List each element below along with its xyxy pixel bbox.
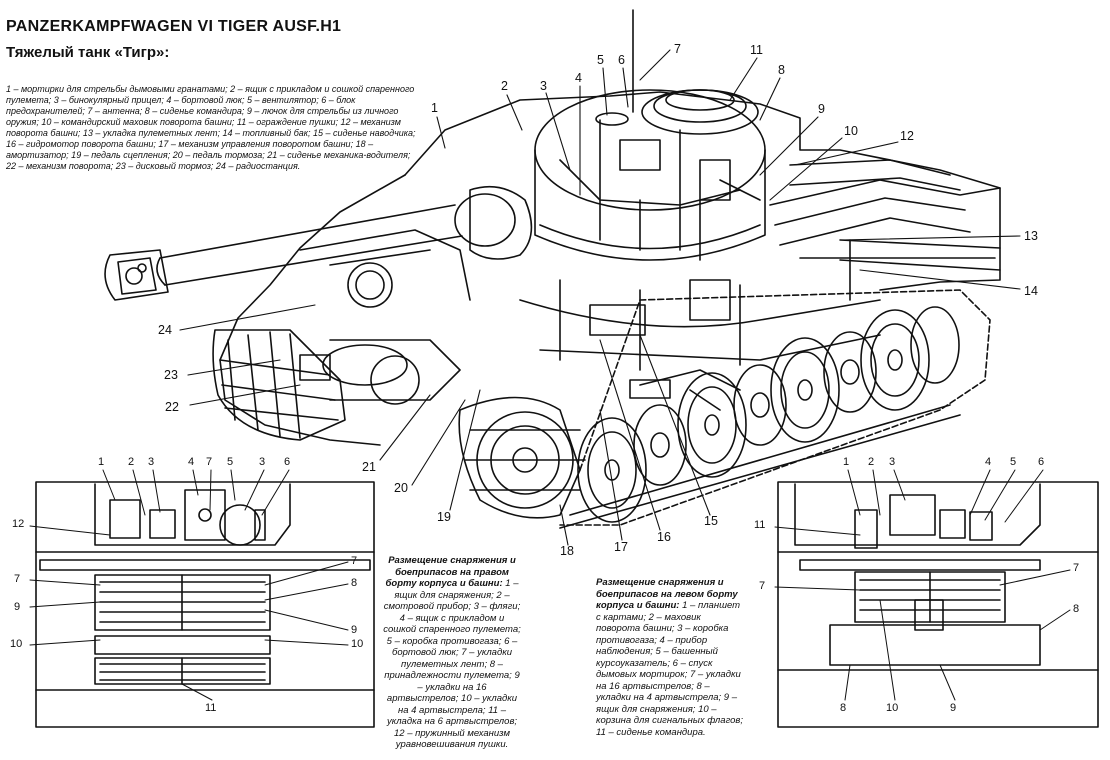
callout-1: 1 <box>431 101 438 115</box>
callout-13: 13 <box>1024 229 1038 243</box>
callout-8: 8 <box>778 63 785 77</box>
left-inset-callout: 9 <box>351 624 358 636</box>
left-inset-callout: 1 <box>98 456 105 468</box>
left-inset-callout: 5 <box>227 456 234 468</box>
tank-cutaway <box>104 9 1001 529</box>
right-inset-callout: 3 <box>889 456 896 468</box>
callout-14: 14 <box>1024 284 1038 298</box>
page-title: PANZERKAMPFWAGEN VI TIGER AUSF.H1 <box>6 18 342 35</box>
left-inset-callout: 3 <box>148 456 155 468</box>
right-inset-callout: 7 <box>759 580 766 592</box>
page-subtitle: Тяжелый танк «Тигр»: <box>6 44 170 61</box>
callout-3: 3 <box>540 79 547 93</box>
callout-11: 11 <box>750 43 763 57</box>
left-inset-callout: 10 <box>10 638 23 650</box>
callout-16: 16 <box>657 530 671 544</box>
callout-21: 21 <box>362 460 376 474</box>
left-side-stowage-inset <box>777 481 1099 728</box>
caption-right-body: 1 – ящик для снаряжения; 2 – смотровой п… <box>383 578 521 750</box>
right-inset-callout: 6 <box>1038 456 1045 468</box>
left-inset-callout: 12 <box>12 518 25 530</box>
right-inset-callout: 5 <box>1010 456 1017 468</box>
right-inset-callout: 1 <box>843 456 850 468</box>
callout-20: 20 <box>394 481 408 495</box>
left-inset-callout: 10 <box>351 638 364 650</box>
left-inset-leader-lines <box>29 469 349 701</box>
callout-9: 9 <box>818 102 825 116</box>
callout-15: 15 <box>704 514 718 528</box>
main-legend: 1 – мортирки для стрельбы дымовыми грана… <box>6 84 416 171</box>
right-inset-leader-lines <box>774 469 1071 701</box>
caption-left-body: 1 – планшет с картами; 2 – маховик повор… <box>596 600 744 738</box>
left-inset-callout: 6 <box>284 456 291 468</box>
callout-19: 19 <box>437 510 451 524</box>
callout-17: 17 <box>614 540 628 554</box>
callout-4: 4 <box>575 71 582 85</box>
callout-22: 22 <box>165 400 179 414</box>
callout-12: 12 <box>900 129 914 143</box>
right-side-stowage-inset <box>35 481 375 728</box>
right-inset-callout: 8 <box>1073 603 1080 615</box>
caption-left-heading: Размещение снаряжения и боеприпасов на л… <box>596 577 738 611</box>
callout-23: 23 <box>164 368 178 382</box>
left-inset-callout: 7 <box>206 456 213 468</box>
callout-24: 24 <box>158 323 172 337</box>
left-inset-callout: 2 <box>128 456 135 468</box>
left-inset-callout: 8 <box>351 577 358 589</box>
right-inset-callout: 8 <box>840 702 847 714</box>
right-inset-callout: 2 <box>868 456 875 468</box>
right-inset-callout: 9 <box>950 702 957 714</box>
left-inset-callout: 11 <box>205 702 217 714</box>
right-inset-callout: 10 <box>886 702 899 714</box>
left-inset-callout: 9 <box>14 601 21 613</box>
main-leader-lines <box>179 49 1021 546</box>
caption-left-side: Размещение снаряжения и боеприпасов на л… <box>596 577 746 738</box>
callout-10: 10 <box>844 124 858 138</box>
left-inset-callout: 7 <box>14 573 21 585</box>
callout-6: 6 <box>618 53 625 67</box>
callout-5: 5 <box>597 53 604 67</box>
right-inset-callout: 4 <box>985 456 992 468</box>
caption-right-side: Размещение снаряжения и боеприпасов на п… <box>383 555 521 751</box>
callout-2: 2 <box>501 79 508 93</box>
left-inset-callout: 3 <box>259 456 266 468</box>
callout-18: 18 <box>560 544 574 558</box>
left-inset-callout: 7 <box>351 555 358 567</box>
right-inset-callout: 11 <box>754 519 766 531</box>
right-inset-callout: 7 <box>1073 562 1080 574</box>
callout-7: 7 <box>674 42 681 56</box>
left-inset-callout: 4 <box>188 456 195 468</box>
caption-right-heading: Размещение снаряжения и боеприпасов на п… <box>385 555 516 589</box>
